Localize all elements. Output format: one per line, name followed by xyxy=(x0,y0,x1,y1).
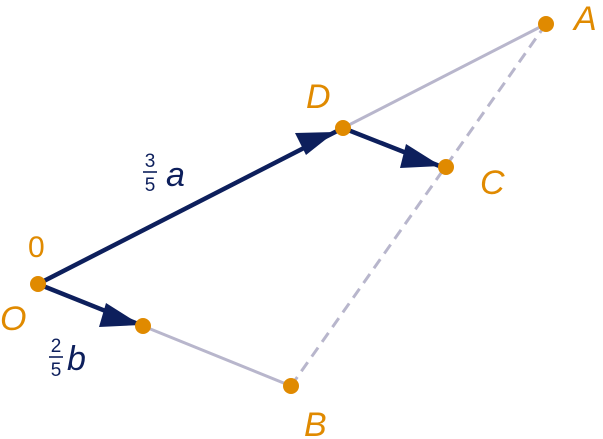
point-B xyxy=(283,378,299,394)
vector-O-E-arrowhead xyxy=(99,303,141,327)
point-O xyxy=(30,276,46,292)
point-A xyxy=(538,16,554,32)
dashed-segment-B-A xyxy=(289,23,548,387)
vector-label-three-fifths-a: 3 5 a xyxy=(143,151,185,196)
point-E xyxy=(135,318,151,334)
fraction-denominator: 5 xyxy=(51,360,62,381)
vector-label-two-fifths-b: 2 5 b xyxy=(49,336,86,381)
label-O: O xyxy=(0,300,26,338)
fraction-denominator: 5 xyxy=(145,175,156,196)
label-B: B xyxy=(304,406,327,439)
vector-variable-b: b xyxy=(67,340,86,378)
vector-D-C-arrowhead xyxy=(400,144,441,168)
label-zero: 0 xyxy=(28,231,45,264)
vector-variable-a: a xyxy=(166,156,185,194)
label-A: A xyxy=(572,0,597,38)
label-C: C xyxy=(480,164,505,202)
point-D xyxy=(335,120,351,136)
vector-O-D-line xyxy=(36,125,345,287)
fraction-numerator: 3 xyxy=(145,151,156,172)
segment-D-A xyxy=(342,22,547,130)
label-D: D xyxy=(306,78,331,116)
point-C xyxy=(438,159,454,175)
segment-E-B xyxy=(142,324,292,388)
fraction-numerator: 2 xyxy=(51,336,62,357)
vector-O-D-arrowhead xyxy=(295,132,335,155)
